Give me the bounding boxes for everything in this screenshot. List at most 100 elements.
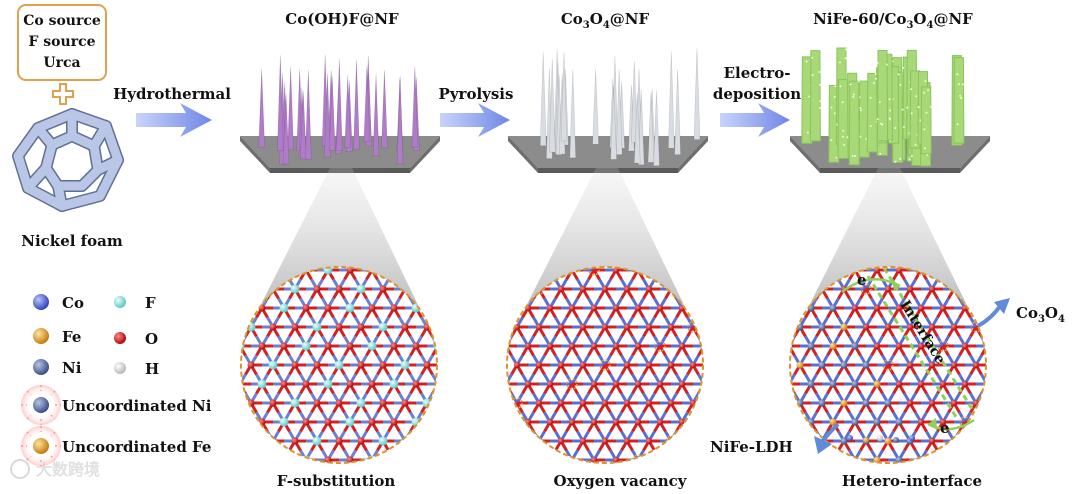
lattice-atom [356, 284, 366, 294]
lattice-atom [280, 342, 288, 350]
lattice-atom [324, 304, 332, 312]
lattice-atom [929, 324, 935, 330]
nanorod-texture [914, 143, 917, 146]
plus-icon [52, 83, 74, 105]
nanoneedle [304, 69, 312, 160]
bond [565, 459, 574, 463]
nanorod-texture [910, 88, 913, 91]
nanorod-texture [811, 74, 814, 77]
bond [507, 383, 508, 395]
lattice-atom [335, 437, 343, 445]
lattice-atom [357, 361, 365, 369]
nanorod-texture [959, 94, 962, 97]
lattice-atom [378, 436, 388, 446]
lattice-atom [290, 284, 300, 294]
nanoneedles-white [539, 48, 701, 167]
lattice-atom [599, 359, 611, 371]
nanoneedle [411, 66, 419, 148]
lattice-atom [907, 400, 913, 406]
lattice-atom [860, 283, 872, 295]
legend-ni-label: Ni [62, 359, 82, 377]
lattice-atom [280, 456, 288, 463]
lattice-atom [635, 343, 641, 349]
bond [936, 449, 945, 461]
nanorod-texture [819, 100, 822, 103]
lattice-atom [884, 399, 892, 407]
lattice-atom [536, 324, 542, 330]
lattice-f-substitution [241, 267, 437, 463]
bond [831, 449, 840, 461]
arrow-pyrolysis [440, 103, 510, 137]
nanoneedle [381, 70, 388, 149]
precursor-box: Co source F source Urca [17, 4, 107, 81]
bond [431, 373, 437, 385]
lattice-atom [863, 324, 869, 330]
lattice-atom [973, 362, 979, 368]
bond [941, 459, 950, 463]
lattice-atom [291, 361, 299, 369]
nanorod-texture [841, 135, 844, 138]
legend-co-atom-icon [33, 294, 49, 310]
nanorod-texture [885, 63, 888, 66]
lattice-atom [907, 362, 913, 368]
lattice-atom [918, 419, 924, 425]
nanorod-texture [894, 160, 897, 163]
lattice-atom [851, 418, 859, 426]
lattice-atom [291, 323, 299, 331]
lattice-atom [569, 419, 575, 425]
bond [831, 459, 840, 463]
nanorod-texture [854, 155, 857, 158]
bond [548, 449, 557, 461]
lattice-atom [357, 323, 365, 331]
nanorod-texture [846, 136, 849, 139]
lattice-atom [558, 286, 564, 292]
nanorod-texture [830, 139, 833, 142]
nanorod-texture [925, 111, 928, 114]
bond [653, 345, 662, 357]
precursor-line-2: F source [28, 34, 95, 50]
bond [282, 449, 291, 461]
bond [675, 449, 684, 461]
nanoneedle [560, 52, 568, 142]
nanorod [866, 72, 878, 153]
lattice-atom [580, 438, 586, 444]
nanorod-texture [857, 80, 860, 83]
lattice-atom [345, 303, 355, 313]
lattice-atom [862, 399, 870, 407]
nanorod-texture [876, 61, 879, 64]
lattice-atom [896, 343, 902, 349]
lattice-atom [324, 342, 332, 350]
bond [658, 459, 667, 463]
bond [710, 394, 716, 404]
lattice-atom [613, 305, 619, 311]
nanoneedle [277, 55, 284, 151]
lattice-atom [379, 285, 387, 293]
bond [980, 373, 986, 385]
lattice-atom [818, 399, 826, 407]
legend-uncoordinated-fe-label: Uncoordinated Fe [62, 438, 211, 456]
lattice-atom [269, 323, 277, 331]
lattice-atom [929, 286, 935, 292]
electron-label-top: e [857, 271, 867, 289]
nife-ldh-label: NiFe-LDH [710, 438, 793, 456]
lattice-atom [646, 324, 652, 330]
lattice-atom [882, 359, 894, 371]
bond [653, 449, 662, 461]
nanoneedle [396, 75, 404, 165]
nanoneedle [668, 51, 675, 149]
bond [985, 345, 986, 357]
bond [304, 459, 313, 463]
nanorod-texture [881, 123, 884, 126]
lattice-atom [580, 286, 586, 292]
legend-uncoordinated-ni-icon [21, 385, 61, 425]
precursor-line-3: Urca [43, 55, 80, 71]
nanorod [953, 57, 965, 144]
nanoneedle [592, 69, 599, 145]
nanorod [920, 86, 932, 155]
bond [853, 459, 862, 463]
nanoneedle [363, 66, 371, 143]
bond [277, 449, 286, 461]
nanorod-texture [811, 56, 814, 59]
lattice-atom [829, 380, 837, 388]
